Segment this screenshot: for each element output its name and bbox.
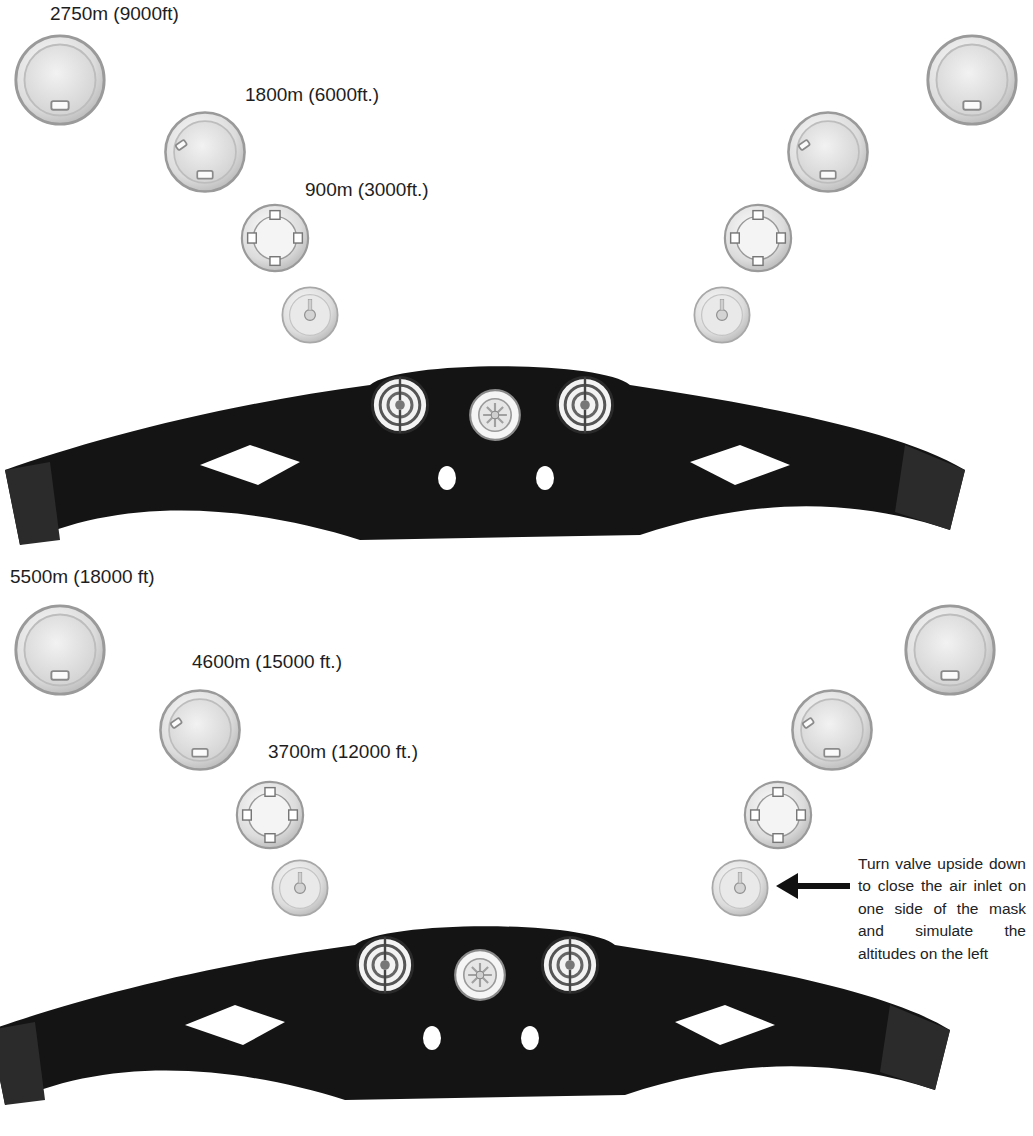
top-mask [5,366,965,545]
bottom-caps [16,606,994,916]
top-caps [16,36,1016,343]
altitude-label: 2750m (9000ft) [50,3,179,26]
bottom-mask [0,926,950,1105]
callout-arrow [776,873,850,899]
altitude-label: 900m (3000ft.) [305,179,429,202]
altitude-label: 5500m (18000 ft) [10,566,155,589]
altitude-label: 4600m (15000 ft.) [192,651,342,674]
altitude-label: 1800m (6000ft.) [245,84,379,107]
altitude-label: 3700m (12000 ft.) [268,741,418,764]
callout-note: Turn valve upside down to close the air … [858,853,1026,965]
